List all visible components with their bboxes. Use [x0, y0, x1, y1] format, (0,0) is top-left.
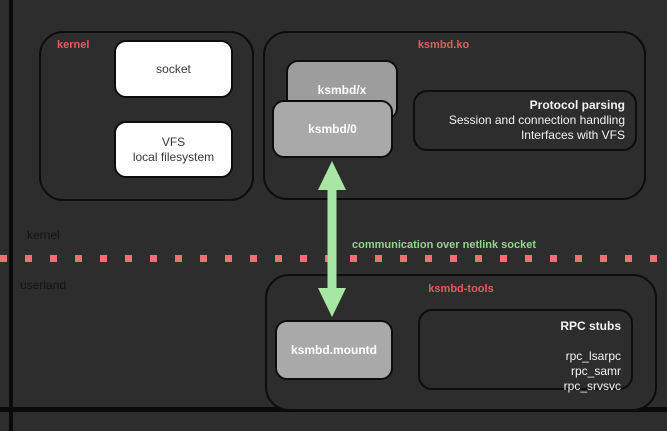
worker-thread-back-label: ksmbd/x — [317, 83, 367, 97]
vfs-node: VFS local filesystem — [114, 121, 233, 178]
rpc-stub-samr: rpc_samr — [570, 364, 621, 378]
worker-thread-front-node: ksmbd/0 — [272, 100, 393, 158]
boundary-userland-label: userland — [20, 278, 67, 292]
responsibility-vfs-interface: Interfaces with VFS — [520, 128, 625, 142]
boundary-kernel-label: kernel — [27, 228, 60, 242]
rpc-stubs-spacer — [420, 334, 621, 349]
rpc-stub-lsarpc: rpc_lsarpc — [565, 349, 621, 363]
vfs-node-label: VFS local filesystem — [133, 135, 214, 165]
socket-node-label: socket — [156, 61, 191, 76]
rpc-stubs-box: RPC stubs rpc_lsarpc rpc_samr rpc_srvsvc — [418, 309, 633, 393]
ksmbd-ko-responsibilities: Protocol parsing Session and connection … — [413, 90, 637, 151]
ksmbd-ko-box-title: ksmbd.ko — [417, 39, 470, 51]
rpc-stubs-title: RPC stubs — [560, 319, 621, 333]
responsibility-protocol-parsing: Protocol parsing — [529, 98, 625, 112]
netlink-double-arrow-icon — [315, 161, 349, 317]
socket-node: socket — [114, 40, 233, 98]
ksmbd-tools-box-title: ksmbd-tools — [428, 283, 494, 295]
worker-thread-front-label: ksmbd/0 — [308, 122, 357, 136]
netlink-channel-label: communication over netlink socket — [352, 239, 536, 251]
mountd-daemon-node: ksmbd.mountd — [275, 320, 393, 380]
vfs-node-label-line1: VFS — [161, 134, 186, 149]
vfs-node-label-line2: local filesystem — [132, 149, 215, 164]
slide-left-edge — [9, 0, 13, 431]
kernel-box-title: kernel — [57, 39, 90, 51]
mountd-daemon-label: ksmbd.mountd — [291, 343, 377, 357]
rpc-stub-srvsvc: rpc_srvsvc — [563, 379, 621, 393]
responsibility-session-handling: Session and connection handling — [448, 113, 625, 127]
